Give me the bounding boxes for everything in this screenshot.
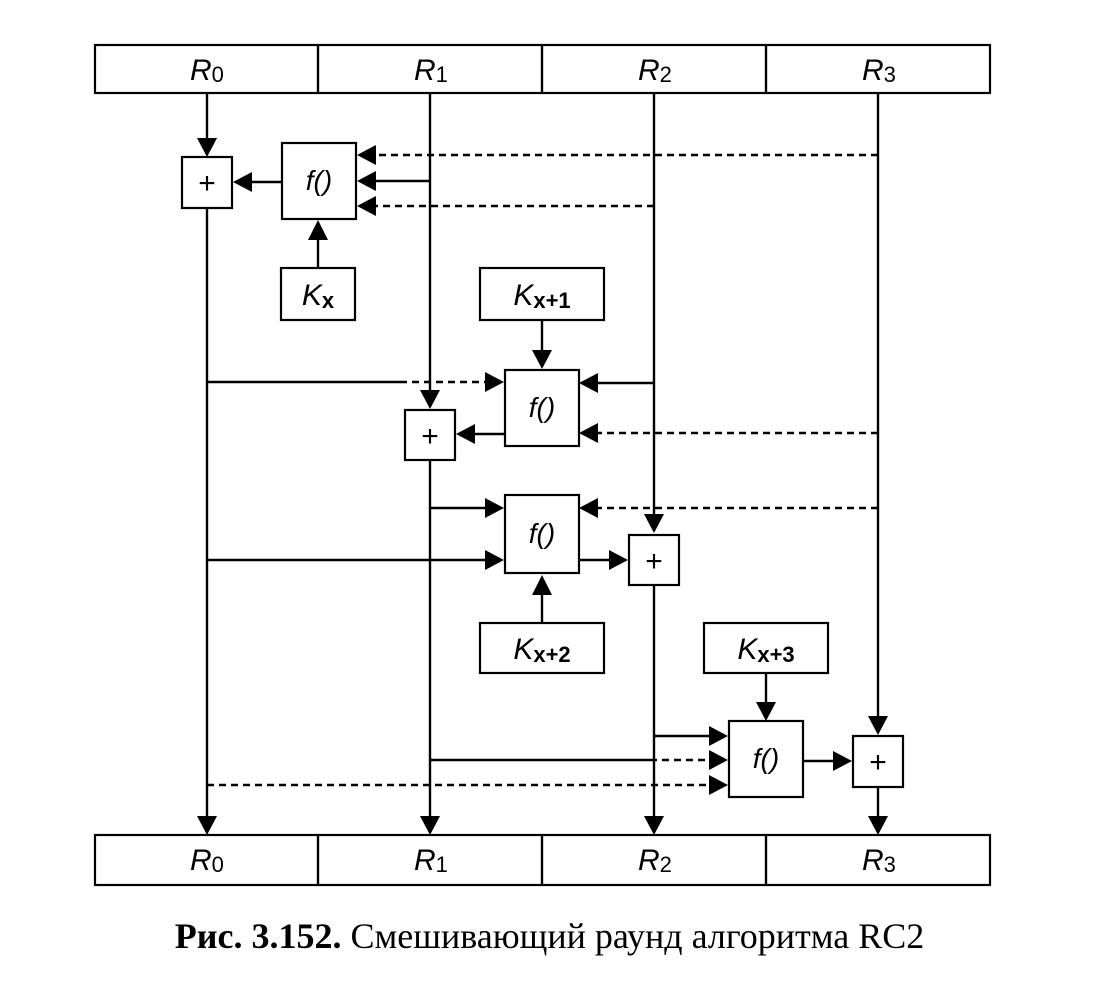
bottom-register-row: R0 R1 R2 R3 — [93, 833, 992, 887]
svg-text:+: + — [645, 545, 663, 578]
vertical-data-lines — [197, 93, 888, 835]
top-register-r2: R2 — [638, 54, 672, 87]
stage-3: f() + Kx+2 — [207, 493, 878, 675]
top-register-r0: R0 — [190, 54, 224, 87]
adder-2 — [403, 408, 457, 462]
adder-1 — [180, 155, 234, 210]
svg-text:f(): f() — [306, 165, 332, 196]
top-register-r1: R1 — [414, 54, 448, 87]
svg-text:f(): f() — [529, 392, 555, 423]
stage-2: Kx+1 f() + — [207, 266, 878, 462]
key-box-kx2 — [478, 621, 606, 675]
function-block-1 — [280, 141, 358, 221]
bottom-register-r2: R2 — [638, 844, 672, 877]
figure-caption: Рис. 3.152. Смешивающий раунд алгоритма … — [0, 915, 1099, 957]
figure-number: Рис. 3.152. — [174, 916, 342, 956]
svg-text:Kx+2: Kx+2 — [513, 633, 570, 667]
figure-title: Смешивающий раунд алгоритма RC2 — [341, 916, 925, 956]
svg-text:Kx+3: Kx+3 — [737, 633, 794, 667]
function-block-3 — [503, 493, 581, 575]
key-box-kx3 — [702, 621, 830, 675]
top-register-row: R0 R1 R2 R3 — [93, 43, 992, 95]
function-block-2 — [503, 368, 581, 448]
svg-text:+: + — [421, 420, 439, 453]
bottom-register-r3: R3 — [862, 844, 896, 877]
stage-1: + f() Kx — [180, 141, 878, 322]
top-register-r3: R3 — [862, 54, 896, 87]
svg-text:Kx: Kx — [302, 279, 335, 313]
svg-text:f(): f() — [753, 743, 779, 774]
svg-text:f(): f() — [529, 518, 555, 549]
svg-text:+: + — [198, 167, 216, 200]
bottom-register-r1: R1 — [414, 844, 448, 877]
stage-4: Kx+3 f() + — [207, 621, 905, 799]
function-block-4 — [727, 719, 805, 799]
key-box-kx — [279, 266, 357, 322]
adder-4 — [851, 734, 905, 789]
adder-3 — [627, 533, 681, 587]
svg-text:Kx+1: Kx+1 — [513, 279, 570, 313]
svg-text:+: + — [869, 746, 887, 779]
bottom-register-r0: R0 — [190, 844, 224, 877]
key-box-kx1 — [478, 266, 606, 322]
